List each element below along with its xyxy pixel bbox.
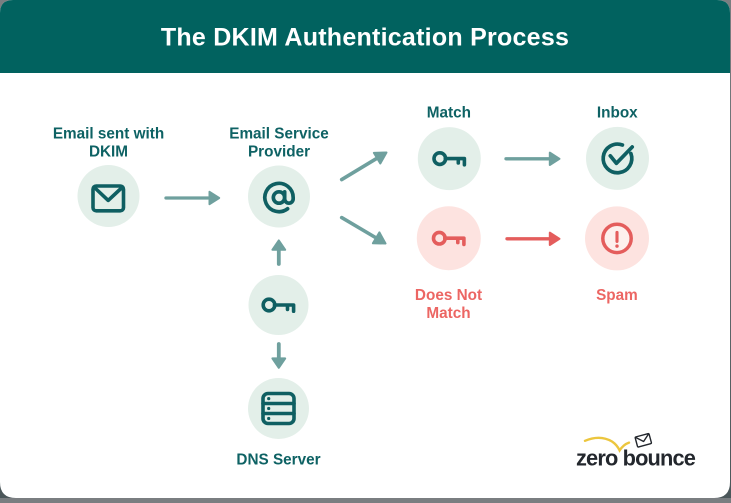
svg-text:zero bounce: zero bounce xyxy=(576,446,696,471)
svg-text:DKIM: DKIM xyxy=(89,143,128,160)
svg-text:DNS Server: DNS Server xyxy=(236,451,320,468)
svg-text:The DKIM Authentication Proces: The DKIM Authentication Process xyxy=(161,24,569,52)
svg-text:Match: Match xyxy=(426,305,470,322)
svg-text:Email Service: Email Service xyxy=(229,125,329,142)
svg-text:Provider: Provider xyxy=(248,143,310,160)
svg-text:Match: Match xyxy=(427,105,471,122)
svg-text:Inbox: Inbox xyxy=(597,105,638,122)
svg-text:Email sent with: Email sent with xyxy=(53,125,164,142)
svg-text:Spam: Spam xyxy=(596,287,638,304)
svg-text:Does Not: Does Not xyxy=(415,287,482,304)
